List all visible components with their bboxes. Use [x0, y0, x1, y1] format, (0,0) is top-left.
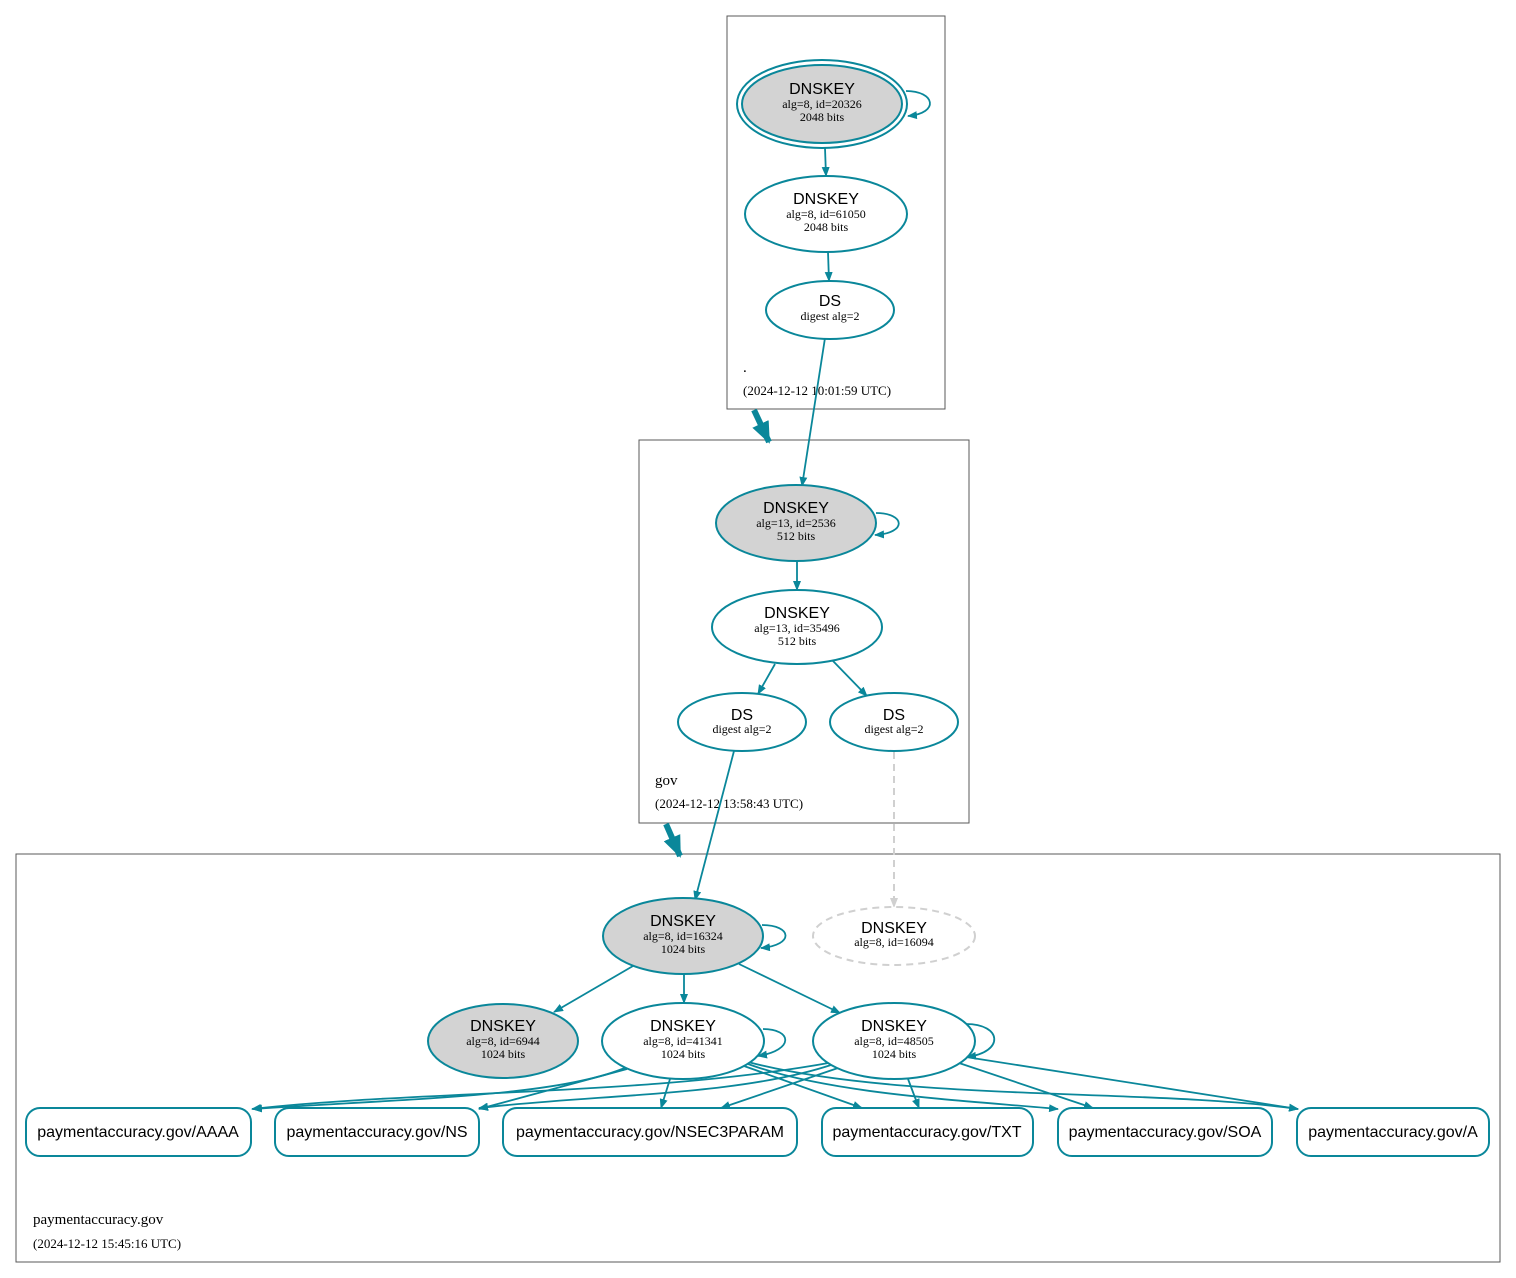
node-pa-ksk-id: alg=8, id=16324	[643, 929, 723, 943]
zone-root-box	[726, 15, 946, 410]
record-txt-label: paymentaccuracy.gov/TXT	[832, 1124, 1021, 1141]
zone-paymentaccuracy-timestamp: (2024-12-12 15:45:16 UTC)	[33, 1236, 181, 1251]
edge-gov-ksk-self	[874, 512, 900, 539]
node-gov-ds-a-title: DS	[731, 707, 753, 724]
node-gov-ksk-bits: 512 bits	[777, 529, 816, 543]
record-ns-label: paymentaccuracy.gov/NS	[286, 1124, 467, 1141]
delegation-arrow-root-gov	[751, 408, 772, 444]
record-nsec3param-label: paymentaccuracy.gov/NSEC3PARAM	[516, 1124, 784, 1141]
node-pa-ksk[interactable]: DNSKEY alg=8, id=16324 1024 bits	[602, 897, 764, 975]
node-gov-ds-b-digest: digest alg=2	[864, 722, 923, 736]
node-root-ksk-title: DNSKEY	[789, 81, 855, 98]
record-a-label: paymentaccuracy.gov/A	[1308, 1124, 1478, 1141]
edge-pa-41341-self	[757, 1028, 787, 1059]
node-gov-zsk-id: alg=13, id=35496	[754, 621, 840, 635]
edge-pa-ksk-6944	[553, 965, 634, 1013]
edge-48505-txt	[907, 1078, 920, 1109]
node-pa-48505[interactable]: DNSKEY alg=8, id=48505 1024 bits	[812, 1002, 976, 1080]
node-pa-48505-bits: 1024 bits	[872, 1047, 917, 1061]
edge-root-zsk-ds	[824, 251, 833, 282]
edge-48505-a	[965, 1056, 1299, 1112]
node-pa-missing-16094[interactable]: DNSKEY alg=8, id=16094	[812, 906, 976, 966]
node-root-zsk-title: DNSKEY	[793, 191, 859, 208]
record-a[interactable]: paymentaccuracy.gov/A	[1296, 1107, 1490, 1157]
record-aaaa-label: paymentaccuracy.gov/AAAA	[37, 1124, 239, 1141]
edge-48505-aaaa	[251, 1061, 835, 1112]
edge-gov-zsk-ds-b	[832, 660, 868, 697]
record-nsec3param[interactable]: paymentaccuracy.gov/NSEC3PARAM	[502, 1107, 798, 1157]
node-root-ds[interactable]: DS digest alg=2	[765, 280, 895, 340]
node-pa-41341-title: DNSKEY	[650, 1018, 716, 1035]
edge-41341-ns	[478, 1068, 628, 1111]
node-gov-ds-a[interactable]: DS digest alg=2	[677, 692, 807, 752]
zone-gov: gov (2024-12-12 13:58:43 UTC)	[638, 439, 970, 824]
zone-paymentaccuracy-name: paymentaccuracy.gov	[33, 1212, 164, 1228]
node-gov-ds-b-title: DS	[883, 707, 905, 724]
zone-gov-name: gov	[655, 773, 678, 789]
node-pa-missing-id: alg=8, id=16094	[854, 935, 934, 949]
edge-48505-nsec3param	[720, 1067, 839, 1109]
edge-gov-ds-a-pa-ksk	[693, 750, 735, 901]
node-gov-ksk-id: alg=13, id=2536	[756, 516, 836, 530]
node-gov-zsk-bits: 512 bits	[778, 634, 817, 648]
node-pa-missing-title: DNSKEY	[861, 920, 927, 937]
node-pa-41341-bits: 1024 bits	[661, 1047, 706, 1061]
node-gov-ds-b[interactable]: DS digest alg=2	[829, 692, 959, 752]
node-pa-ksk-bits: 1024 bits	[661, 942, 706, 956]
node-pa-6944-id: alg=8, id=6944	[466, 1034, 540, 1048]
record-soa[interactable]: paymentaccuracy.gov/SOA	[1057, 1107, 1273, 1157]
node-pa-6944-bits: 1024 bits	[481, 1047, 526, 1061]
node-pa-48505-title: DNSKEY	[861, 1018, 927, 1035]
edge-root-ksk-self	[905, 90, 931, 120]
edge-48505-ns	[478, 1063, 835, 1111]
node-root-ksk[interactable]: DNSKEY alg=8, id=20326 2048 bits	[736, 59, 908, 149]
node-gov-zsk-title: DNSKEY	[764, 605, 830, 622]
zone-gov-timestamp: (2024-12-12 13:58:43 UTC)	[655, 796, 803, 811]
node-root-ksk-id: alg=8, id=20326	[782, 97, 862, 111]
edge-pa-48505-self	[965, 1023, 996, 1060]
node-root-ds-title: DS	[819, 293, 841, 310]
node-pa-41341[interactable]: DNSKEY alg=8, id=41341 1024 bits	[601, 1002, 765, 1080]
edge-pa-ksk-self	[760, 924, 787, 952]
delegation-arrow-gov-paymentaccuracy	[663, 822, 683, 858]
edge-pa-ksk-48505	[738, 963, 841, 1014]
node-gov-ksk[interactable]: DNSKEY alg=13, id=2536 512 bits	[715, 484, 877, 562]
record-aaaa[interactable]: paymentaccuracy.gov/AAAA	[25, 1107, 252, 1157]
node-root-zsk-id: alg=8, id=61050	[786, 207, 866, 221]
node-root-zsk-bits: 2048 bits	[804, 220, 849, 234]
edge-48505-soa	[958, 1062, 1094, 1109]
node-gov-zsk[interactable]: DNSKEY alg=13, id=35496 512 bits	[711, 589, 883, 665]
edge-root-ds-gov-ksk	[799, 337, 826, 487]
record-txt[interactable]: paymentaccuracy.gov/TXT	[821, 1107, 1034, 1157]
node-pa-6944[interactable]: DNSKEY alg=8, id=6944 1024 bits	[427, 1003, 579, 1079]
zone-paymentaccuracy-box	[15, 853, 1501, 1263]
zone-root-name: .	[743, 360, 747, 376]
node-gov-ds-a-digest: digest alg=2	[712, 722, 771, 736]
node-root-zsk[interactable]: DNSKEY alg=8, id=61050 2048 bits	[744, 175, 908, 253]
record-soa-label: paymentaccuracy.gov/SOA	[1069, 1124, 1262, 1141]
node-root-ksk-bits: 2048 bits	[800, 110, 845, 124]
node-gov-ksk-title: DNSKEY	[763, 500, 829, 517]
node-pa-41341-id: alg=8, id=41341	[643, 1034, 723, 1048]
node-pa-48505-id: alg=8, id=48505	[854, 1034, 934, 1048]
edge-41341-soa	[747, 1063, 1059, 1113]
zone-gov-box	[638, 439, 970, 824]
edge-gov-zsk-ds-a	[757, 663, 776, 695]
edges	[251, 90, 1299, 1113]
node-pa-ksk-title: DNSKEY	[650, 913, 716, 930]
edge-root-ksk-zsk	[821, 147, 830, 177]
record-ns[interactable]: paymentaccuracy.gov/NS	[274, 1107, 480, 1157]
zone-paymentaccuracy: paymentaccuracy.gov (2024-12-12 15:45:16…	[15, 853, 1501, 1263]
node-pa-6944-title: DNSKEY	[470, 1018, 536, 1035]
node-root-ds-digest: digest alg=2	[800, 309, 859, 323]
